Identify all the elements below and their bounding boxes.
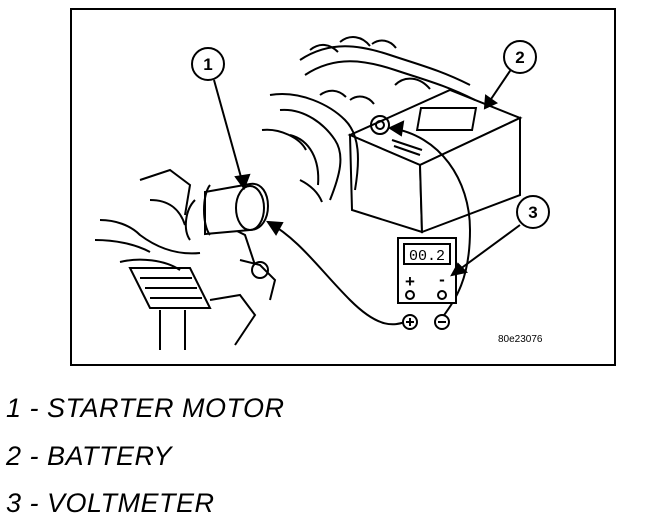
callout-3-number: 3 xyxy=(528,203,537,222)
voltmeter-reading: 00.2 xyxy=(409,248,445,265)
callout-leaders xyxy=(213,67,521,277)
battery-illustration xyxy=(347,88,523,234)
positive-test-lead xyxy=(267,221,406,326)
legend-separator: - xyxy=(21,488,48,518)
engine-block xyxy=(94,168,277,350)
voltmeter-plus-symbol: + xyxy=(405,272,415,291)
legend-item-3: 3 - VOLTMETER xyxy=(6,488,215,519)
callout-1-number: 1 xyxy=(203,55,212,74)
callout-2: 2 xyxy=(503,40,537,74)
wiring-harness xyxy=(261,36,476,203)
callout-3: 3 xyxy=(516,195,550,229)
legend-label: STARTER MOTOR xyxy=(47,393,285,423)
callout-1: 1 xyxy=(191,47,225,81)
legend-number: 1 xyxy=(6,393,22,423)
legend-separator: - xyxy=(21,393,48,423)
legend-label: BATTERY xyxy=(47,441,173,471)
legend-label: VOLTMETER xyxy=(47,488,215,518)
figure-id-code: 80e23076 xyxy=(498,334,543,345)
legend-separator: - xyxy=(21,441,48,471)
callout-2-number: 2 xyxy=(515,48,524,67)
voltmeter-illustration: 00.2 + - xyxy=(397,237,457,330)
legend-number: 2 xyxy=(6,441,22,471)
legend-item-2: 2 - BATTERY xyxy=(6,441,172,472)
legend-number: 3 xyxy=(6,488,22,518)
starter-motor-illustration xyxy=(184,182,270,241)
voltmeter-minus-symbol: - xyxy=(439,270,445,289)
legend-item-1: 1 - STARTER MOTOR xyxy=(6,393,285,424)
